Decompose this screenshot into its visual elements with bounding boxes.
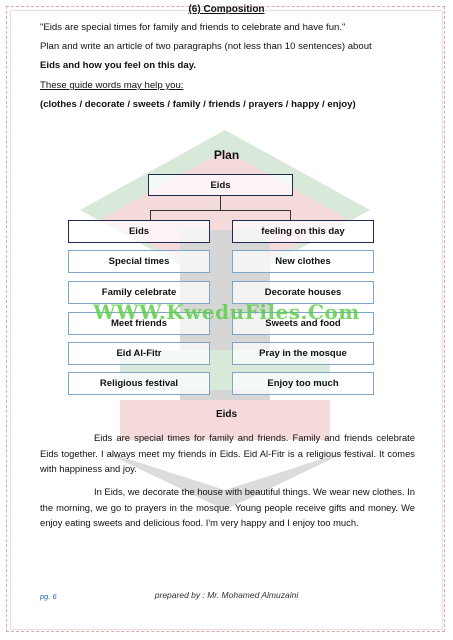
connector-left xyxy=(150,210,151,220)
plan-root-box: Eids xyxy=(148,174,293,196)
prompt-instruction: Plan and write an article of two paragra… xyxy=(40,41,372,52)
plan-right-item: New clothes xyxy=(232,250,374,273)
plan-right-item: Sweets and food xyxy=(232,312,374,335)
prepared-by: prepared by : Mr. Mohamed Almuzaini xyxy=(154,590,299,600)
page-number: pg. 6 xyxy=(40,592,57,601)
plan-right-item: Enjoy too much xyxy=(232,372,374,395)
article-paragraph-1: Eids are special times for family and fr… xyxy=(40,432,415,474)
plan-title: Plan xyxy=(213,148,240,162)
plan-left-item: Special times xyxy=(68,250,210,273)
connector-right xyxy=(290,210,291,220)
page-border xyxy=(6,6,445,632)
plan-right-item-label: Enjoy too much xyxy=(267,378,339,389)
plan-left-item: Eid Al-Fitr xyxy=(68,342,210,365)
plan-left-item-label: Eid Al-Fitr xyxy=(116,348,162,359)
composition-heading: (6) Composition xyxy=(188,4,265,15)
connector-horizontal xyxy=(150,210,290,211)
watermark-text: WWW.KweduFiles.Com xyxy=(93,300,360,324)
plan-right-item-label: Pray in the mosque xyxy=(259,348,347,359)
plan-right-item: Decorate houses xyxy=(232,281,374,304)
plan-left-item: Religious festival xyxy=(68,372,210,395)
guide-label: These guide words may help you: xyxy=(40,80,184,91)
plan-left-header-label: Eids xyxy=(128,226,150,237)
plan-left-item-label: Family celebrate xyxy=(101,287,177,298)
plan-right-item-label: Sweets and food xyxy=(265,318,341,329)
plan-right-item-label: Decorate houses xyxy=(264,287,342,298)
plan-root-label: Eids xyxy=(210,179,231,191)
plan-right-header-label: feeling on this day xyxy=(261,226,345,237)
plan-left-item-label: Meet friends xyxy=(111,318,167,329)
guide-words: (clothes / decorate / sweets / family / … xyxy=(40,99,356,110)
prompt-quote: "Eids are special times for family and f… xyxy=(40,22,346,33)
connector-vertical xyxy=(220,196,221,210)
plan-left-header: Eids xyxy=(68,220,210,243)
article-title: Eids xyxy=(215,409,238,420)
plan-left-item-label: Religious festival xyxy=(99,378,179,389)
article-paragraph-2: In Eids, we decorate the house with beau… xyxy=(40,486,415,528)
plan-left-item-label: Special times xyxy=(108,256,170,267)
plan-left-item: Meet friends xyxy=(68,312,210,335)
plan-left-item: Family celebrate xyxy=(68,281,210,304)
plan-right-item: Pray in the mosque xyxy=(232,342,374,365)
prompt-topic: Eids and how you feel on this day. xyxy=(40,60,197,71)
plan-right-header: feeling on this day xyxy=(232,220,374,243)
plan-right-item-label: New clothes xyxy=(275,256,331,267)
